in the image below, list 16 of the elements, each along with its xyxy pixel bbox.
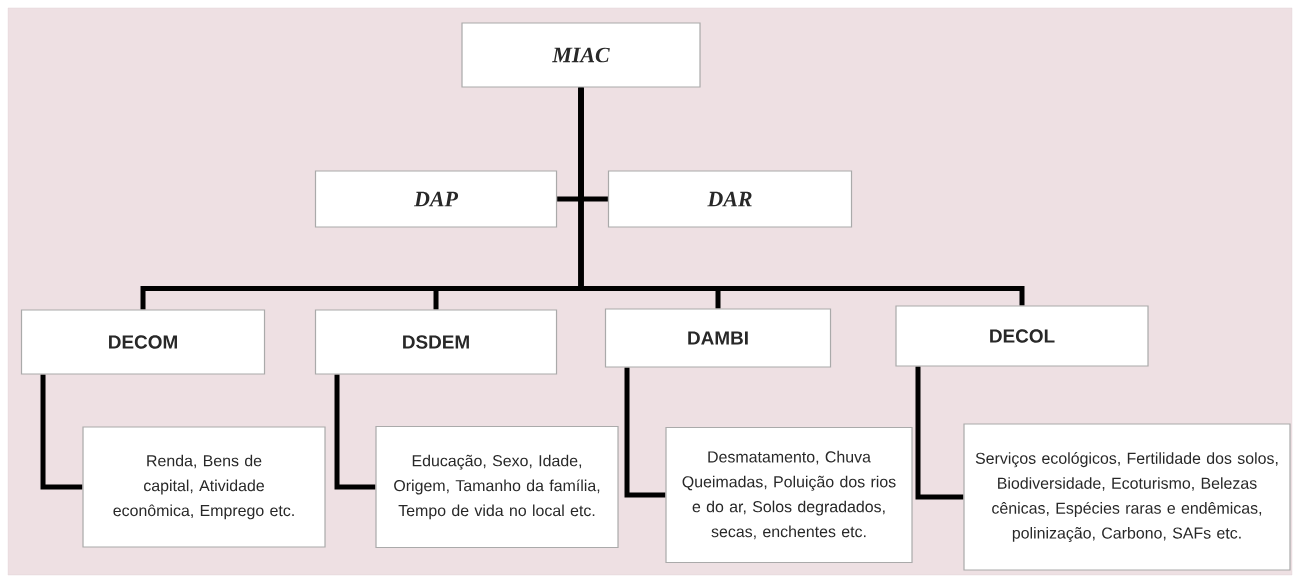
title-box: DAP <box>314 170 558 228</box>
title-box: DAR <box>607 170 853 228</box>
title-box: MIAC <box>461 22 701 88</box>
category-box: DECOM <box>20 309 266 375</box>
detail-box: Desmatamento, Chuva Queimadas, Poluição dos rios e do ar, Solos degradados, secas, enchentes etc. <box>665 426 913 564</box>
connector-line <box>334 374 376 490</box>
detail-box: Educação, Sexo, Idade, Origem, Tamanho da família, Tempo de vida no local etc. <box>375 425 619 549</box>
category-box: DAMBI <box>604 308 832 368</box>
connector-line <box>915 366 964 500</box>
connector-line <box>40 374 83 490</box>
category-box: DECOL <box>895 305 1149 367</box>
detail-box: Serviços ecológicos, Fertilidade dos solos, Biodiversidade, Ecoturismo, Belezas cênicas, Espécies raras e endêmicas, polinização, Carbono, SAFs etc. <box>963 423 1291 571</box>
category-box: DSDEM <box>314 309 558 375</box>
detail-box: Renda, Bens de capital, Atividade econômica, Emprego etc. <box>82 426 326 548</box>
connector-line <box>624 367 666 498</box>
connector-line <box>578 87 1025 306</box>
